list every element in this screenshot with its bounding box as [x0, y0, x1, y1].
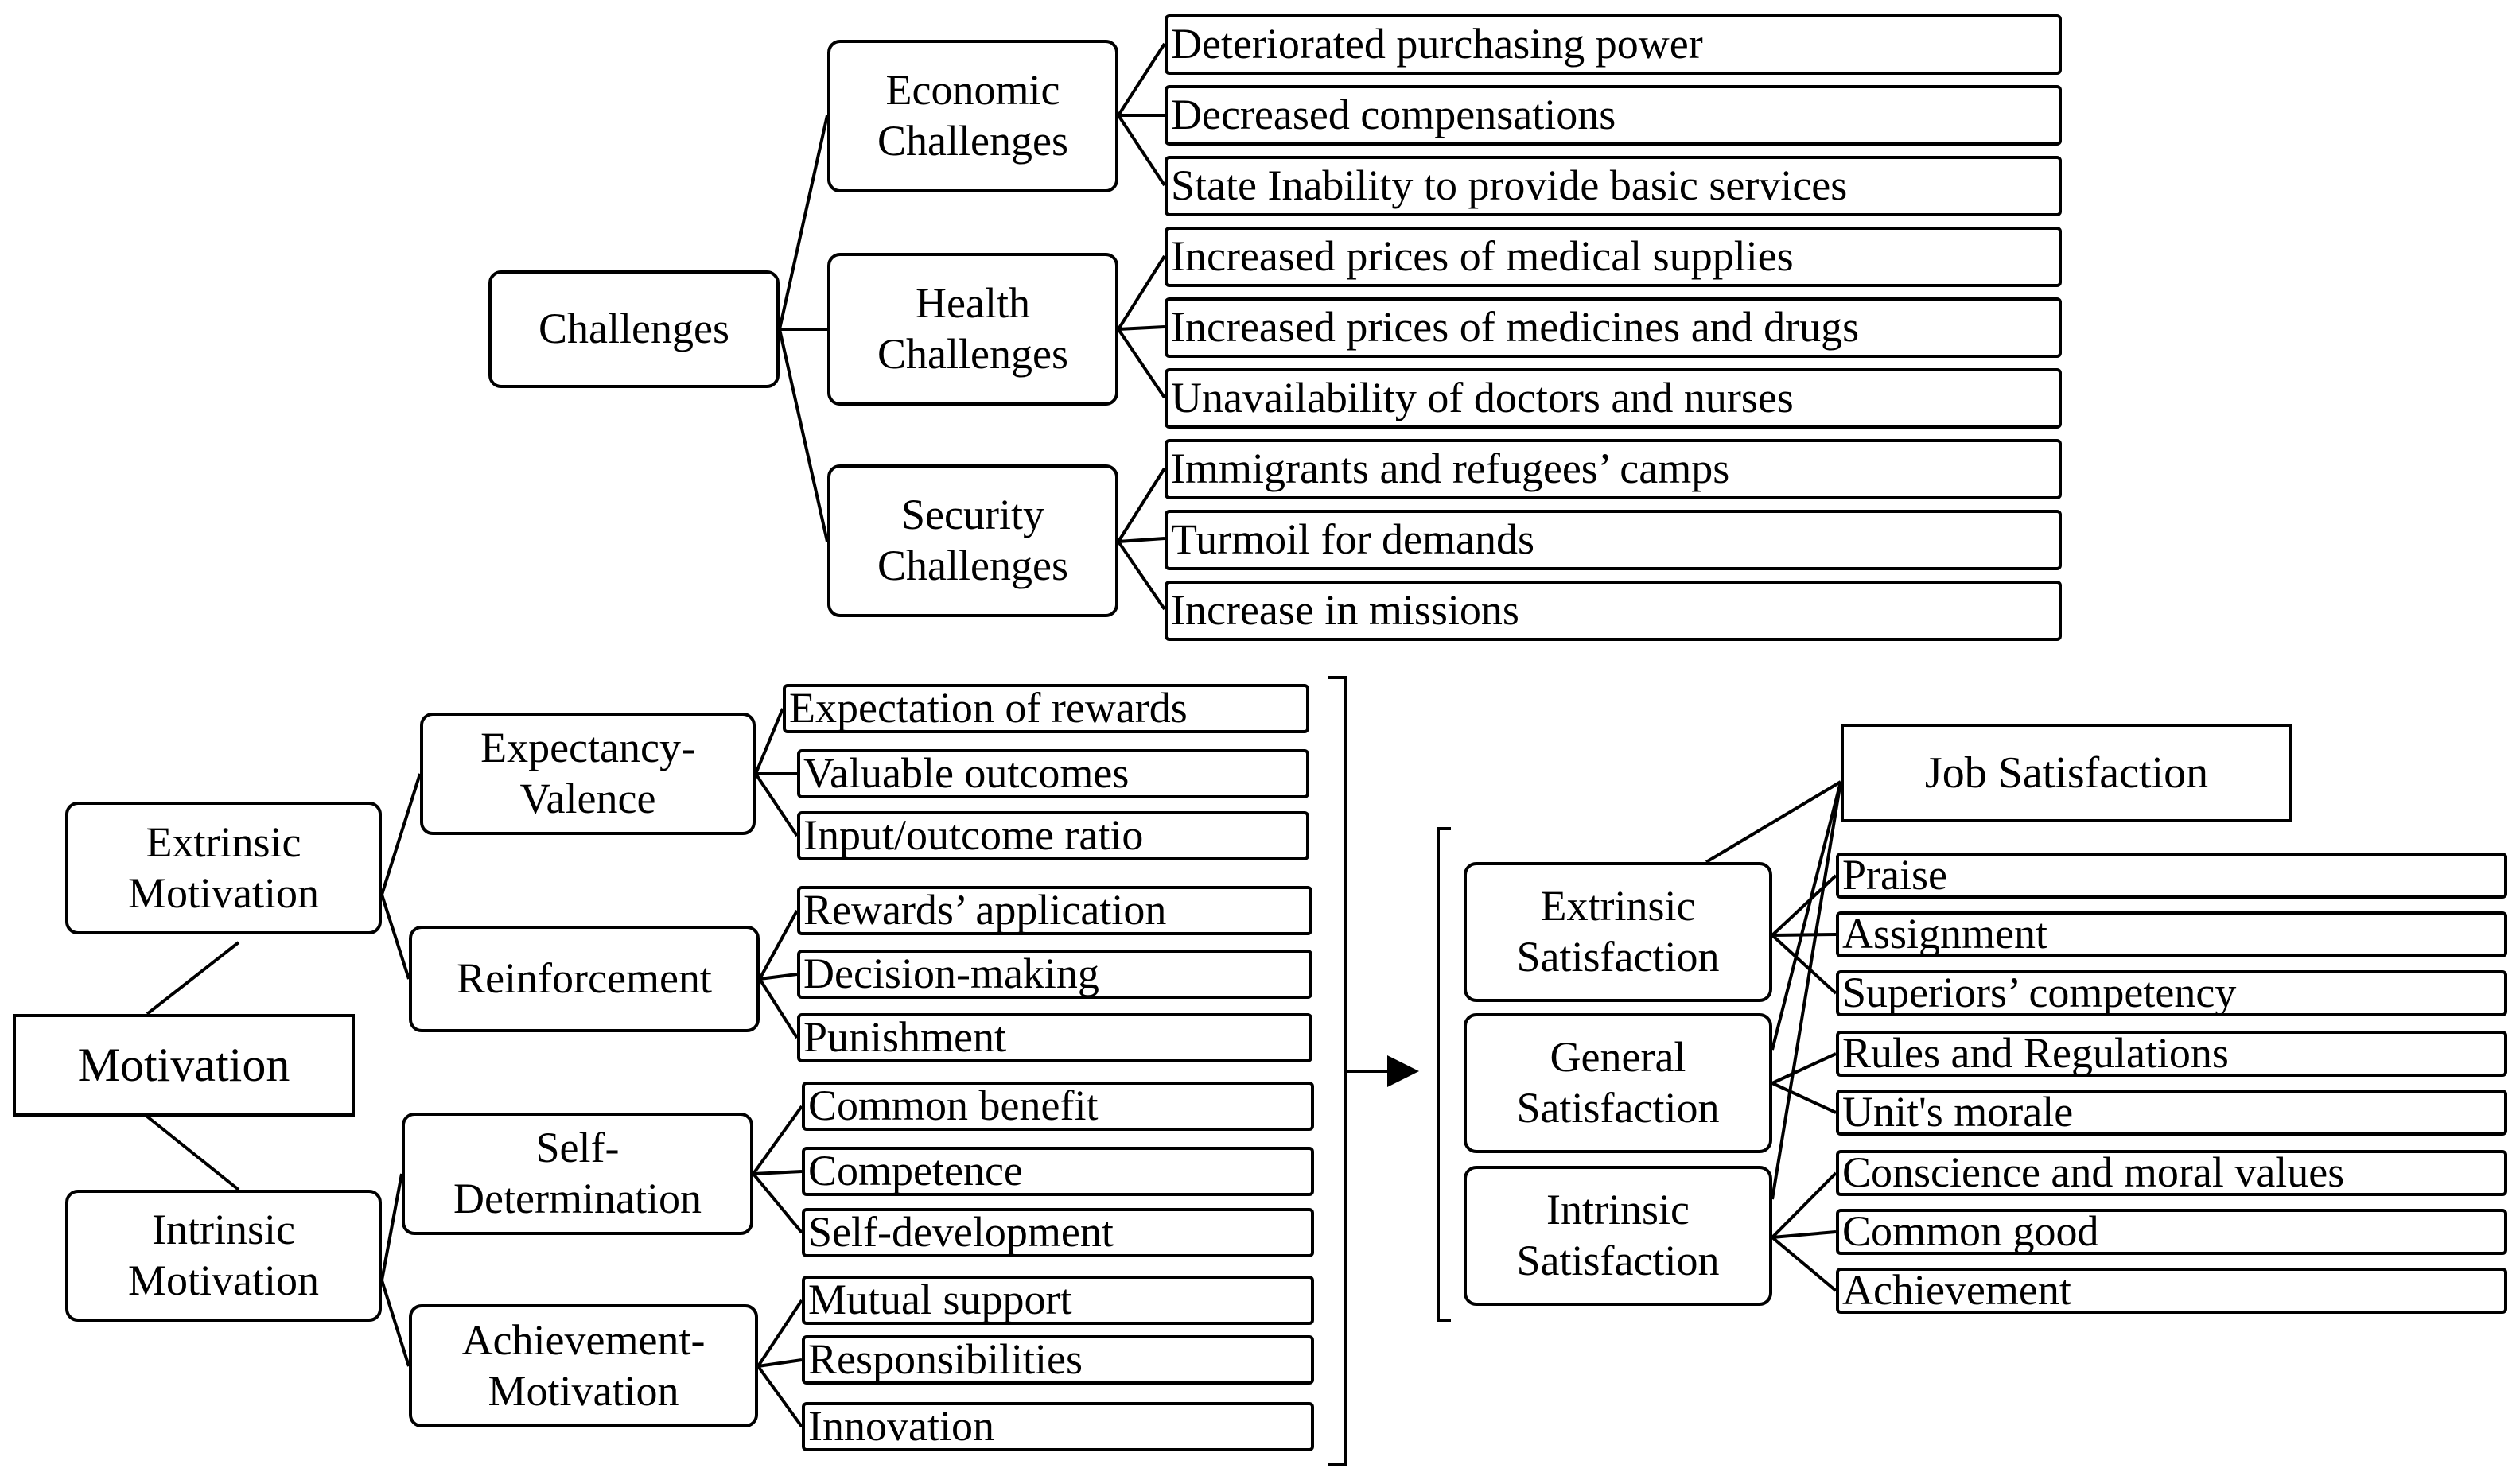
- general-satisfaction-item-1: Rules and Regulations: [1836, 1029, 2507, 1077]
- expectancy-item-1: Expectation of rewards: [783, 684, 1309, 733]
- reinforcement-node: Reinforcement: [409, 926, 760, 1032]
- security-item-2: Turmoil for demands: [1165, 510, 2062, 570]
- economic-item-1: Deteriorated purchasing power: [1165, 14, 2062, 75]
- achievement-motivation-node: Achievement- Motivation: [409, 1304, 758, 1427]
- intrinsic-satisfaction-item-2: Common good: [1836, 1207, 2507, 1255]
- self-determination-item-3: Self-development: [802, 1208, 1314, 1257]
- health-item-3: Unavailability of doctors and nurses: [1165, 368, 2062, 429]
- motivation-root: Motivation: [13, 1014, 355, 1117]
- extrinsic-motivation-node: Extrinsic Motivation: [65, 802, 382, 934]
- self-determination-item-2: Competence: [802, 1147, 1314, 1196]
- security-item-1: Immigrants and refugees’ camps: [1165, 439, 2062, 499]
- challenges-root: Challenges: [488, 270, 780, 388]
- health-item-2: Increased prices of medicines and drugs: [1165, 297, 2062, 358]
- intrinsic-satisfaction-item-3: Achievement: [1836, 1266, 2507, 1314]
- extrinsic-satisfaction-item-2: Assignment: [1836, 910, 2507, 957]
- health-item-1: Increased prices of medical supplies: [1165, 227, 2062, 287]
- general-satisfaction-item-2: Unit's morale: [1836, 1088, 2507, 1136]
- achievement-item-3: Innovation: [802, 1402, 1314, 1451]
- expectancy-item-3: Input/outcome ratio: [797, 811, 1309, 860]
- economic-item-2: Decreased compensations: [1165, 85, 2062, 146]
- intrinsic-motivation-node: Intrinsic Motivation: [65, 1190, 382, 1322]
- general-satisfaction-node: General Satisfaction: [1464, 1013, 1772, 1153]
- reinforcement-item-2: Decision-making: [797, 950, 1312, 999]
- extrinsic-satisfaction-item-3: Superiors’ competency: [1836, 969, 2507, 1016]
- achievement-item-2: Responsibilities: [802, 1335, 1314, 1385]
- reinforcement-item-1: Rewards’ application: [797, 886, 1312, 935]
- extrinsic-satisfaction-node: Extrinsic Satisfaction: [1464, 862, 1772, 1002]
- economic-challenges-node: Economic Challenges: [827, 40, 1118, 192]
- health-challenges-node: Health Challenges: [827, 253, 1118, 406]
- intrinsic-satisfaction-node: Intrinsic Satisfaction: [1464, 1166, 1772, 1306]
- self-determination-node: Self- Determination: [402, 1113, 753, 1235]
- security-challenges-node: Security Challenges: [827, 464, 1118, 617]
- achievement-item-1: Mutual support: [802, 1276, 1314, 1325]
- self-determination-item-1: Common benefit: [802, 1082, 1314, 1131]
- expectancy-item-2: Valuable outcomes: [797, 749, 1309, 798]
- economic-item-3: State Inability to provide basic service…: [1165, 156, 2062, 216]
- security-item-3: Increase in missions: [1165, 581, 2062, 641]
- intrinsic-satisfaction-item-1: Conscience and moral values: [1836, 1148, 2507, 1196]
- job-satisfaction-root: Job Satisfaction: [1841, 724, 2292, 822]
- extrinsic-satisfaction-item-1: Praise: [1836, 851, 2507, 899]
- expectancy-valence-node: Expectancy- Valence: [420, 713, 756, 835]
- reinforcement-item-3: Punishment: [797, 1013, 1312, 1062]
